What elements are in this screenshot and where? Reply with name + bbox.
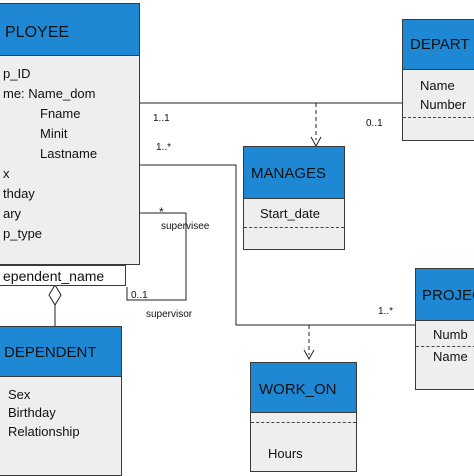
manages-divider	[244, 227, 344, 228]
employee-attr-type: p_type	[3, 226, 43, 241]
project-body: Numb Name	[416, 321, 474, 389]
project-header: PROJEC	[416, 269, 474, 321]
multiplicity-emp-proj-project: 1..*	[378, 306, 394, 317]
dependent-title: DEPENDENT	[4, 344, 97, 361]
dependent-attr-relationship: Relationship	[8, 424, 80, 439]
department-attr-number: Number	[420, 97, 467, 112]
composition-diamond	[48, 284, 62, 306]
multiplicity-supervisee: *	[159, 205, 164, 219]
work-on-header: WORK_ON	[251, 363, 356, 413]
work-on-attr-hours: Hours	[268, 446, 303, 461]
employee-body: p_ID me: Name_dom Fname Minit Lastname x…	[0, 56, 139, 264]
multiplicity-emp-dept-department: 0..1	[366, 118, 383, 129]
employee-class[interactable]: PLOYEE p_ID me: Name_dom Fname Minit Las…	[0, 3, 140, 265]
employee-attr-name: me: Name_dom	[3, 86, 96, 101]
employee-attr-minit: Minit	[40, 126, 68, 141]
supervision-line	[126, 212, 187, 301]
manages-header: MANAGES	[244, 147, 344, 199]
dependent-body: Sex Birthday Relationship	[0, 377, 121, 475]
work-on-title: WORK_ON	[259, 381, 337, 398]
manages-attr-start-date: Start_date	[260, 206, 320, 221]
role-supervisee: supervisee	[161, 221, 210, 232]
multiplicity-emp-dept-employee: 1..1	[153, 113, 170, 124]
department-attr-name: Name	[420, 78, 455, 93]
dependent-attr-birthday: Birthday	[8, 405, 56, 420]
department-header: DEPART	[403, 20, 474, 70]
work-on-divider	[251, 422, 356, 423]
dependent-header: DEPENDENT	[0, 327, 121, 377]
project-class[interactable]: PROJEC Numb Name	[415, 268, 474, 390]
project-attr-name: Name	[433, 349, 468, 364]
department-title: DEPART	[410, 36, 470, 53]
qualifier-box[interactable]: ependent_name	[0, 265, 126, 286]
work-on-arrowhead	[303, 349, 315, 361]
project-attr-number: Numb	[433, 327, 468, 342]
work-on-class[interactable]: WORK_ON Hours	[250, 362, 357, 472]
department-class[interactable]: DEPART Name Number	[402, 19, 474, 141]
multiplicity-supervisor: 0..1	[131, 290, 148, 301]
department-divider	[403, 117, 474, 118]
department-body: Name Number	[403, 70, 474, 140]
employee-title: PLOYEE	[5, 24, 70, 41]
employee-attr-lastname: Lastname	[40, 146, 98, 161]
dependent-class[interactable]: DEPENDENT Sex Birthday Relationship	[0, 326, 122, 476]
manages-class[interactable]: MANAGES Start_date	[243, 146, 345, 250]
role-supervisor: supervisor	[146, 309, 193, 320]
project-divider	[416, 346, 474, 347]
multiplicity-emp-proj-employee: 1..*	[156, 142, 172, 153]
employee-project-line	[140, 164, 415, 326]
employee-header: PLOYEE	[0, 4, 139, 56]
manages-body: Start_date	[244, 199, 344, 249]
project-title: PROJEC	[422, 287, 474, 304]
manages-title: MANAGES	[251, 165, 327, 182]
employee-attr-birthday: thday	[3, 186, 35, 201]
employee-attr-id: p_ID	[3, 66, 31, 81]
employee-attr-fname: Fname	[40, 106, 81, 121]
qualifier-label: ependent_name	[3, 268, 105, 284]
work-on-body: Hours	[251, 413, 356, 471]
dependent-attr-sex: Sex	[8, 387, 31, 402]
employee-attr-salary: ary	[3, 206, 22, 221]
employee-attr-sex: x	[3, 166, 10, 181]
